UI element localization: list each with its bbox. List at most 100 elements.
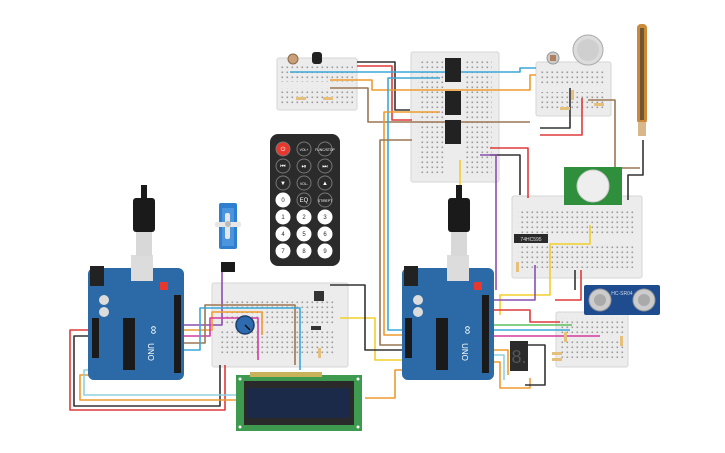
potentiometer[interactable]: [235, 315, 255, 335]
wire[interactable]: [73, 335, 221, 407]
wire[interactable]: [383, 111, 440, 336]
breadboard-top-right[interactable]: [535, 61, 612, 117]
usb-cable-left[interactable]: [133, 185, 155, 256]
breadboard-mid-right[interactable]: [511, 195, 643, 279]
wire[interactable]: [484, 309, 560, 323]
remote-button[interactable]: [317, 141, 333, 157]
wire[interactable]: [357, 65, 412, 121]
resistor[interactable]: [516, 262, 519, 272]
wire[interactable]: [290, 67, 536, 73]
flex-sensor[interactable]: [637, 24, 647, 136]
usb-cable-right[interactable]: [448, 185, 470, 256]
wire[interactable]: [555, 270, 582, 301]
resistor[interactable]: [594, 103, 604, 106]
wire[interactable]: [178, 307, 301, 370]
wire[interactable]: [387, 77, 440, 331]
wire[interactable]: [178, 304, 296, 365]
resistor[interactable]: [296, 97, 306, 100]
slide-switch[interactable]: [311, 326, 321, 330]
breadboard-lower-right[interactable]: [555, 311, 629, 368]
remote-button[interactable]: [296, 209, 312, 225]
resistor[interactable]: [560, 107, 570, 110]
remote-button[interactable]: [317, 158, 333, 174]
arduino-uno-left[interactable]: ∞ UNO: [88, 255, 184, 380]
remote-button[interactable]: [317, 209, 333, 225]
wire[interactable]: [490, 147, 529, 198]
wire[interactable]: [178, 272, 223, 326]
remote-button-label: 7: [281, 249, 285, 255]
wire[interactable]: [340, 317, 412, 361]
relay-3[interactable]: [445, 120, 461, 144]
remote-button-label: 6: [323, 232, 327, 238]
arduino-uno-right[interactable]: ∞ UNO: [402, 255, 494, 380]
remote-button[interactable]: [296, 226, 312, 242]
remote-button-label: 1: [281, 215, 285, 221]
wire[interactable]: [499, 225, 591, 315]
wire[interactable]: [379, 139, 412, 346]
remote-button[interactable]: [317, 243, 333, 259]
remote-button[interactable]: [275, 226, 291, 242]
wire[interactable]: [79, 374, 238, 401]
remote-button[interactable]: [275, 243, 291, 259]
remote-button-label: ST/REPT: [318, 199, 332, 203]
wire[interactable]: [520, 344, 546, 386]
wire[interactable]: [480, 154, 497, 290]
photoresistor[interactable]: [287, 53, 299, 65]
arduino-label: UNO: [146, 343, 155, 361]
remote-button-label: 0: [281, 198, 285, 204]
relay-1[interactable]: [445, 58, 461, 82]
resistor[interactable]: [318, 348, 321, 358]
wire[interactable]: [540, 88, 571, 129]
resistor[interactable]: [552, 358, 562, 361]
resistor[interactable]: [571, 90, 574, 100]
resistors: [296, 90, 623, 361]
remote-button[interactable]: [296, 158, 312, 174]
remote-button[interactable]: [275, 141, 291, 157]
wire[interactable]: [330, 74, 536, 91]
remote-button[interactable]: [296, 243, 312, 259]
resistor[interactable]: [564, 332, 567, 342]
arduino-label: UNO: [460, 343, 469, 361]
remote-button-label: ▼: [280, 181, 286, 187]
arduino-logo: ∞: [461, 326, 475, 335]
remote-button[interactable]: [296, 192, 312, 208]
remote-button[interactable]: [296, 175, 312, 191]
resistor[interactable]: [620, 336, 623, 346]
ic-chip[interactable]: 74HC595: [514, 234, 548, 243]
remote-button[interactable]: [275, 158, 291, 174]
wire[interactable]: [357, 61, 410, 111]
pushbutton[interactable]: [314, 291, 324, 301]
lcd-16x2[interactable]: [236, 372, 362, 431]
seven-segment-display[interactable]: 8.: [510, 341, 528, 371]
wire[interactable]: [540, 98, 583, 136]
remote-button-label: ▲: [322, 181, 328, 187]
resistor[interactable]: [323, 97, 333, 100]
remote-button-label: ⏯: [302, 164, 307, 170]
wire[interactable]: [627, 140, 644, 200]
breadboard-relay[interactable]: [410, 51, 500, 183]
ultrasonic-sensor[interactable]: HC-SR04: [584, 285, 660, 315]
remote-button-label: 3: [323, 215, 327, 221]
gas-sensor[interactable]: [572, 34, 604, 66]
remote-button[interactable]: [317, 175, 333, 191]
pir-sensor[interactable]: [564, 167, 622, 205]
remote-button[interactable]: [317, 226, 333, 242]
breadboard-lower-left[interactable]: [211, 282, 349, 368]
relay-2[interactable]: [445, 91, 461, 115]
resistor[interactable]: [552, 352, 562, 355]
wire[interactable]: [588, 99, 640, 169]
wire[interactable]: [490, 154, 521, 195]
servo-motor[interactable]: [215, 203, 241, 272]
remote-button[interactable]: [317, 192, 333, 208]
remote-button[interactable]: [275, 175, 291, 191]
remote-button[interactable]: [275, 209, 291, 225]
remote-button-label: VOL-: [300, 182, 308, 186]
photoresistor-2[interactable]: [546, 51, 560, 65]
remote-button[interactable]: [296, 141, 312, 157]
temperature-sensor[interactable]: [312, 52, 322, 64]
wire[interactable]: [330, 284, 412, 351]
breadboard-top-left[interactable]: [276, 57, 358, 111]
remote-button[interactable]: [275, 192, 291, 208]
